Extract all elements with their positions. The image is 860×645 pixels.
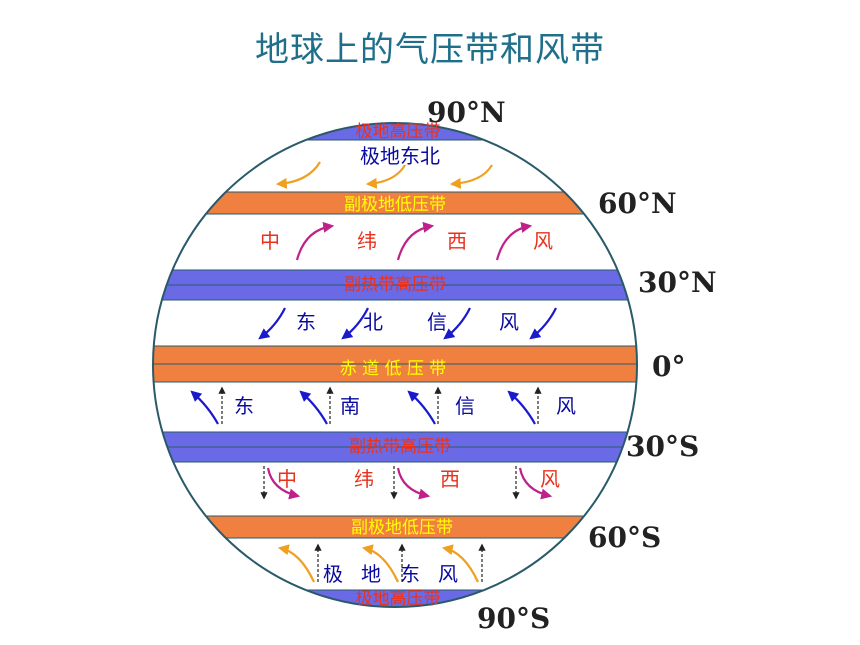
south-trade-char: 东: [234, 394, 254, 418]
north-westerly-char: 纬: [357, 229, 377, 253]
north-polar-easterly-label: 极地东北: [360, 144, 440, 168]
south-westerly-arrow: [518, 467, 553, 500]
north-trade-arrow: [443, 307, 471, 340]
north-westerly-arrow: [295, 221, 335, 261]
north-polar-easterly-arrow: [275, 161, 321, 189]
globe-outline: [152, 122, 638, 608]
south-polar-high-label: 极地高压带: [356, 589, 441, 609]
south-polar-easterly-arrow: [441, 544, 479, 583]
north-subtropical-high-label: 副热带高压带: [344, 275, 446, 295]
south-westerly-char: 风: [540, 467, 560, 491]
south-polar-easterly-arrow: [361, 544, 399, 583]
south-westerly-arrow: [396, 467, 431, 500]
north-trade-arrow: [258, 307, 286, 340]
north-polar-high-label: 极地高压带: [356, 122, 441, 142]
north-trade-char: 东: [296, 310, 316, 334]
south-polar-easterly-char: 风: [438, 562, 458, 586]
north-trade-arrow: [529, 307, 557, 340]
latitude-90n-label: 90°N: [427, 96, 506, 129]
south-trade-arrow: [190, 390, 219, 425]
north-polar-easterly-arrows: [275, 161, 493, 189]
south-polar-dashed-arrows: [314, 543, 486, 582]
north-trade-arrows: [258, 307, 557, 340]
north-trade-char: 信: [427, 310, 447, 334]
south-westerly-dashed-arrows: [260, 466, 520, 500]
north-westerly-char: 西: [447, 229, 467, 253]
latitude-60s-label: 60°S: [588, 521, 661, 554]
south-trade-char: 风: [556, 394, 576, 418]
latitude-0-label: 0°: [652, 350, 685, 383]
south-trade-arrow: [507, 390, 536, 425]
latitude-60n-label: 60°N: [598, 187, 677, 220]
south-trade-arrow: [299, 390, 328, 425]
south-polar-easterly-arrows: [277, 544, 479, 583]
north-westerly-arrow: [396, 221, 435, 261]
north-subpolar-low-belt: [153, 191, 637, 215]
south-westerly-char: 中: [277, 467, 297, 491]
north-trade-char: 风: [499, 310, 519, 334]
south-westerly-arrow: [266, 467, 301, 500]
south-trade-char: 南: [340, 394, 360, 418]
south-polar-easterly-arrow: [277, 544, 315, 583]
south-westerly-char: 西: [440, 467, 460, 491]
south-subpolar-low-belt: [153, 515, 637, 539]
page-title: 地球上的气压带和风带: [255, 30, 605, 70]
north-westerly-arrows: [295, 221, 533, 261]
latitude-30n-label: 30°N: [638, 266, 717, 299]
south-subpolar-low-label: 副极地低压带: [351, 518, 453, 538]
south-trade-dashed-arrows: [218, 386, 542, 424]
south-trade-arrow: [407, 390, 436, 425]
north-westerly-char: 中: [260, 229, 280, 253]
south-polar-easterly-char: 东: [400, 562, 420, 586]
north-westerly-arrow: [495, 221, 533, 261]
north-trade-char: 北: [363, 310, 383, 334]
north-polar-easterly-arrow: [449, 164, 493, 189]
south-polar-easterly-char: 极: [323, 562, 343, 586]
north-polar-easterly-arrow: [365, 164, 406, 189]
south-trade-arrows: [190, 390, 536, 425]
north-subpolar-low-label: 副极地低压带: [344, 195, 446, 215]
north-trade-arrow: [341, 307, 369, 340]
latitude-90s-label: 90°S: [477, 602, 550, 635]
south-subtropical-high-label: 副热带高压带: [349, 437, 451, 457]
equatorial-low-label: 赤 道 低 压 带: [340, 359, 447, 379]
south-trade-char: 信: [455, 394, 475, 418]
latitude-30s-label: 30°S: [626, 430, 699, 463]
south-polar-easterly-char: 地: [361, 562, 381, 586]
south-westerly-char: 纬: [354, 467, 374, 491]
south-westerly-arrows: [266, 467, 553, 500]
north-westerly-char: 风: [533, 229, 553, 253]
